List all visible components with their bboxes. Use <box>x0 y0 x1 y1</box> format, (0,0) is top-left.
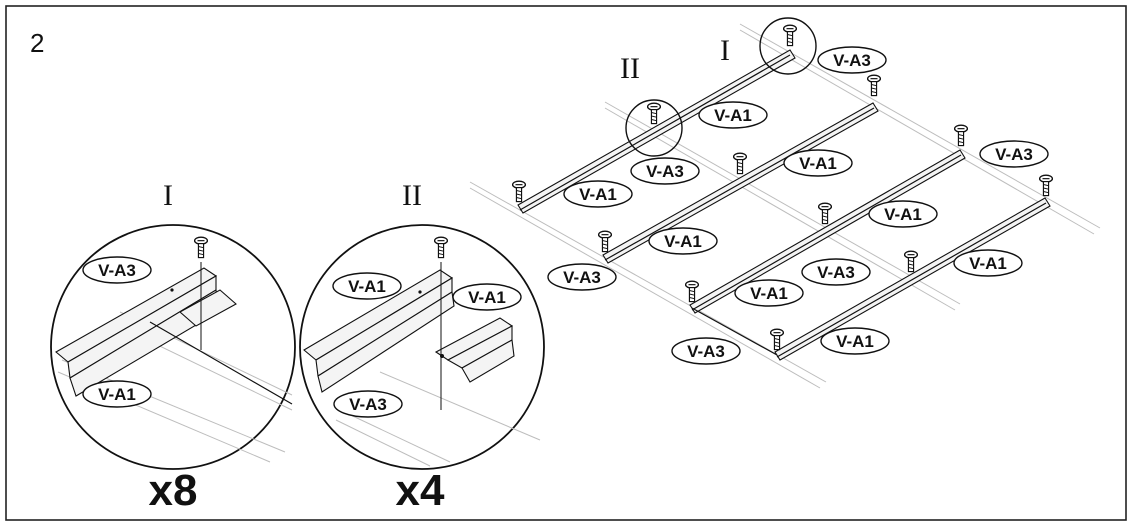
main-label-text: V-A1 <box>714 106 752 125</box>
ghost-rails <box>469 23 1101 389</box>
main-label-text: V-A3 <box>563 268 601 287</box>
detail-i-beam <box>55 267 293 405</box>
main-label-text: V-A3 <box>995 145 1033 164</box>
main-label: V-A1 <box>953 249 1023 277</box>
detail-ii-beam-left <box>303 269 455 393</box>
main-label: V-A3 <box>817 46 887 74</box>
detail-i-hole <box>170 288 174 292</box>
callout-circle-i <box>759 17 817 75</box>
main-label-text: V-A3 <box>817 263 855 282</box>
beam-row-3 <box>689 149 966 314</box>
frame-edge <box>691 307 778 356</box>
detail-i-roman: I <box>163 179 173 212</box>
detail-ii-label-text: V-A3 <box>349 395 387 414</box>
main-label: V-A1 <box>868 200 938 228</box>
screw-icon <box>733 152 747 175</box>
main-label: V-A3 <box>630 157 700 185</box>
main-label-text: V-A1 <box>799 154 837 173</box>
main-label: V-A3 <box>547 263 617 291</box>
screw-icon <box>867 74 881 97</box>
detail-i-circle <box>50 224 296 470</box>
main-label-text: V-A3 <box>646 162 684 181</box>
main-label-text: V-A3 <box>687 342 725 361</box>
main-label: V-A1 <box>820 327 890 355</box>
screw-icon <box>685 280 699 303</box>
beam-row-2 <box>602 102 879 264</box>
main-label: V-A1 <box>698 101 768 129</box>
main-label-text: V-A1 <box>884 205 922 224</box>
screw-icon <box>783 24 797 47</box>
beam-row-1 <box>517 49 796 214</box>
detail-ii-ghost-rails <box>335 371 541 467</box>
screw-icon <box>818 202 832 225</box>
detail-i-label-v-a1: V-A1 <box>82 380 152 408</box>
main-label-text: V-A1 <box>969 254 1007 273</box>
main-label: V-A1 <box>648 227 718 255</box>
detail-ii-roman: II <box>402 179 422 212</box>
screw-icon <box>598 230 612 253</box>
detail-ii-label-v-a3: V-A3 <box>333 390 403 418</box>
detail-ii-label-text: V-A1 <box>468 288 506 307</box>
detail-ii-count: x4 <box>396 466 445 515</box>
callout-roman-i: I <box>720 34 730 67</box>
screw-icon <box>512 180 526 203</box>
main-label-text: V-A1 <box>750 284 788 303</box>
detail-i-label-text: V-A1 <box>98 385 136 404</box>
main-label-text: V-A1 <box>579 185 617 204</box>
detail-ii-label-v-a1-left: V-A1 <box>332 272 402 300</box>
detail-i-label-text: V-A3 <box>98 261 136 280</box>
callout-circle-ii <box>625 99 683 157</box>
detail-i: I V-A3 V-A1 x8 <box>50 179 296 515</box>
panel-frame <box>5 5 1127 521</box>
screw-icon <box>770 328 784 351</box>
main-label-text: V-A1 <box>664 232 702 251</box>
callout-roman-ii: II <box>620 52 640 85</box>
detail-ii-beam-right <box>434 317 515 383</box>
main-label-text: V-A3 <box>833 51 871 70</box>
screw-icon <box>954 124 968 147</box>
detail-ii-label-v-a1-right: V-A1 <box>452 283 522 311</box>
main-label: V-A3 <box>801 258 871 286</box>
main-label: V-A3 <box>671 337 741 365</box>
detail-ii-hole <box>418 290 422 294</box>
screw-icon <box>647 102 661 125</box>
screw-icon <box>904 250 918 273</box>
main-assembly-view: II I V-A3 V-A1 V-A3 V-A1 V-A1 V-A3 <box>469 17 1101 389</box>
detail-ii-label-text: V-A1 <box>348 277 386 296</box>
beam-row-4 <box>774 197 1051 361</box>
detail-i-label-v-a3: V-A3 <box>82 256 152 284</box>
main-label: V-A1 <box>734 279 804 307</box>
main-label: V-A1 <box>563 180 633 208</box>
step-number: 2 <box>30 28 44 58</box>
main-label: V-A1 <box>783 149 853 177</box>
main-label-text: V-A1 <box>836 332 874 351</box>
main-label: V-A3 <box>979 140 1049 168</box>
detail-i-count: x8 <box>149 466 198 515</box>
detail-ii: II V-A1 V-A1 V <box>299 179 545 515</box>
screw-icon <box>1039 174 1053 197</box>
